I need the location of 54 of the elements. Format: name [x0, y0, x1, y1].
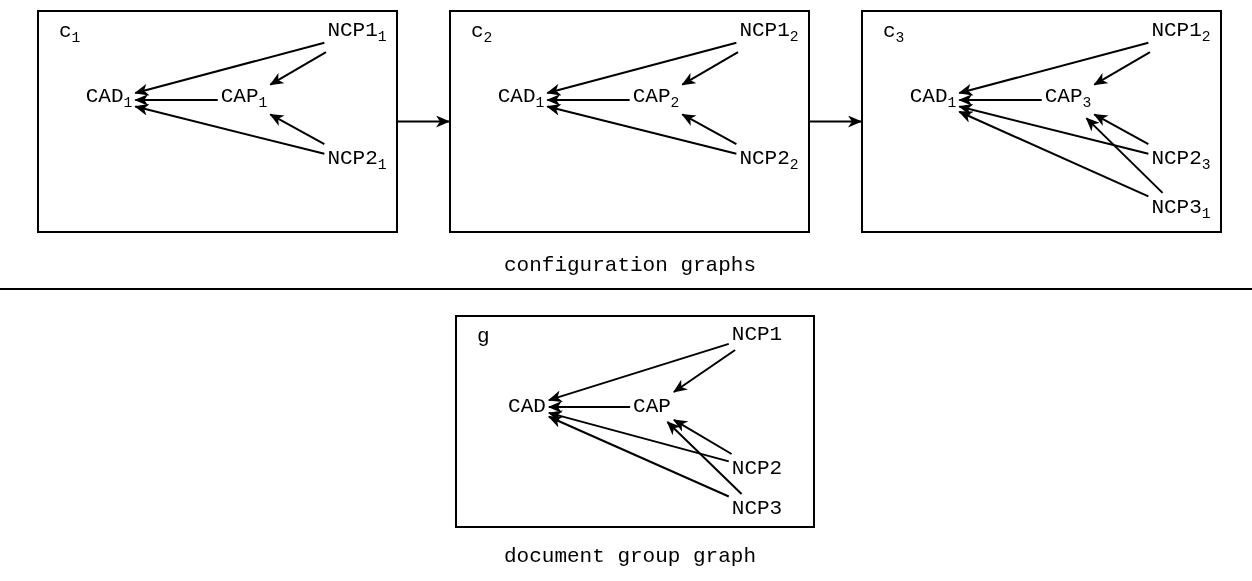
- arrow: [134, 41, 326, 96]
- graph-node-label: NCP1$_{2}$: [739, 18, 799, 50]
- graph-node-label: CAD$_{1}$: [909, 84, 957, 116]
- graph-node-label: CAD$_{1}$: [85, 84, 133, 116]
- graph-node-label: NCP3: [731, 497, 783, 521]
- arrow: [269, 113, 326, 146]
- graph-name: g: [477, 325, 490, 349]
- graph-node-label: NCP1$_{2}$: [1151, 18, 1211, 50]
- arrow: [269, 51, 327, 86]
- graph-node-label: NCP1$_{1}$: [327, 18, 387, 50]
- graph-node-label: NCP3$_{1}$: [1151, 195, 1211, 227]
- graph-panel: [449, 10, 810, 233]
- graph-node-label: NCP2: [731, 457, 783, 481]
- arrow: [134, 103, 326, 155]
- graph-node-label: CAP: [633, 395, 671, 419]
- arrow: [809, 115, 862, 128]
- arrow: [1093, 113, 1150, 146]
- graph-node-label: NCP2$_{3}$: [1151, 146, 1211, 178]
- graph-name: c$_{1}$: [59, 20, 81, 49]
- graph-node-label: NCP2$_{2}$: [739, 146, 799, 178]
- arrow: [134, 94, 219, 106]
- arrow: [546, 41, 738, 96]
- arrow: [958, 94, 1043, 106]
- graph-node-label: CAP$_{2}$: [632, 84, 680, 116]
- arrow: [681, 113, 738, 146]
- arrow: [547, 410, 730, 463]
- graph-panel: [37, 10, 398, 233]
- arrow: [958, 103, 1150, 155]
- arrow: [547, 401, 632, 413]
- arrow: [547, 342, 730, 402]
- graph-name: c$_{2}$: [471, 20, 493, 49]
- graph-node-label: CAP$_{1}$: [220, 84, 268, 116]
- graph-panel: [455, 315, 815, 528]
- graph-node-label: CAD: [508, 395, 546, 419]
- graph-node-label: CAD$_{1}$: [497, 84, 545, 116]
- graph-node-label: CAP$_{3}$: [1044, 84, 1092, 116]
- arrow: [1093, 51, 1151, 86]
- graph-panel: [861, 10, 1222, 233]
- graph-node-label: NCP2$_{1}$: [327, 146, 387, 178]
- graph-node-label: NCP1: [731, 323, 783, 347]
- arrow: [672, 349, 737, 393]
- arrow: [547, 415, 730, 498]
- graph-name: c$_{3}$: [883, 20, 905, 49]
- arrow: [958, 110, 1150, 198]
- caption: document group graph: [504, 545, 756, 568]
- arrow: [672, 418, 733, 455]
- caption: configuration graphs: [504, 254, 756, 277]
- arrow: [681, 51, 739, 86]
- arrow: [397, 115, 450, 128]
- arrow: [546, 103, 738, 155]
- arrow: [546, 94, 631, 106]
- arrow: [958, 41, 1150, 96]
- arrow: [1085, 117, 1164, 194]
- arrow: [666, 421, 743, 495]
